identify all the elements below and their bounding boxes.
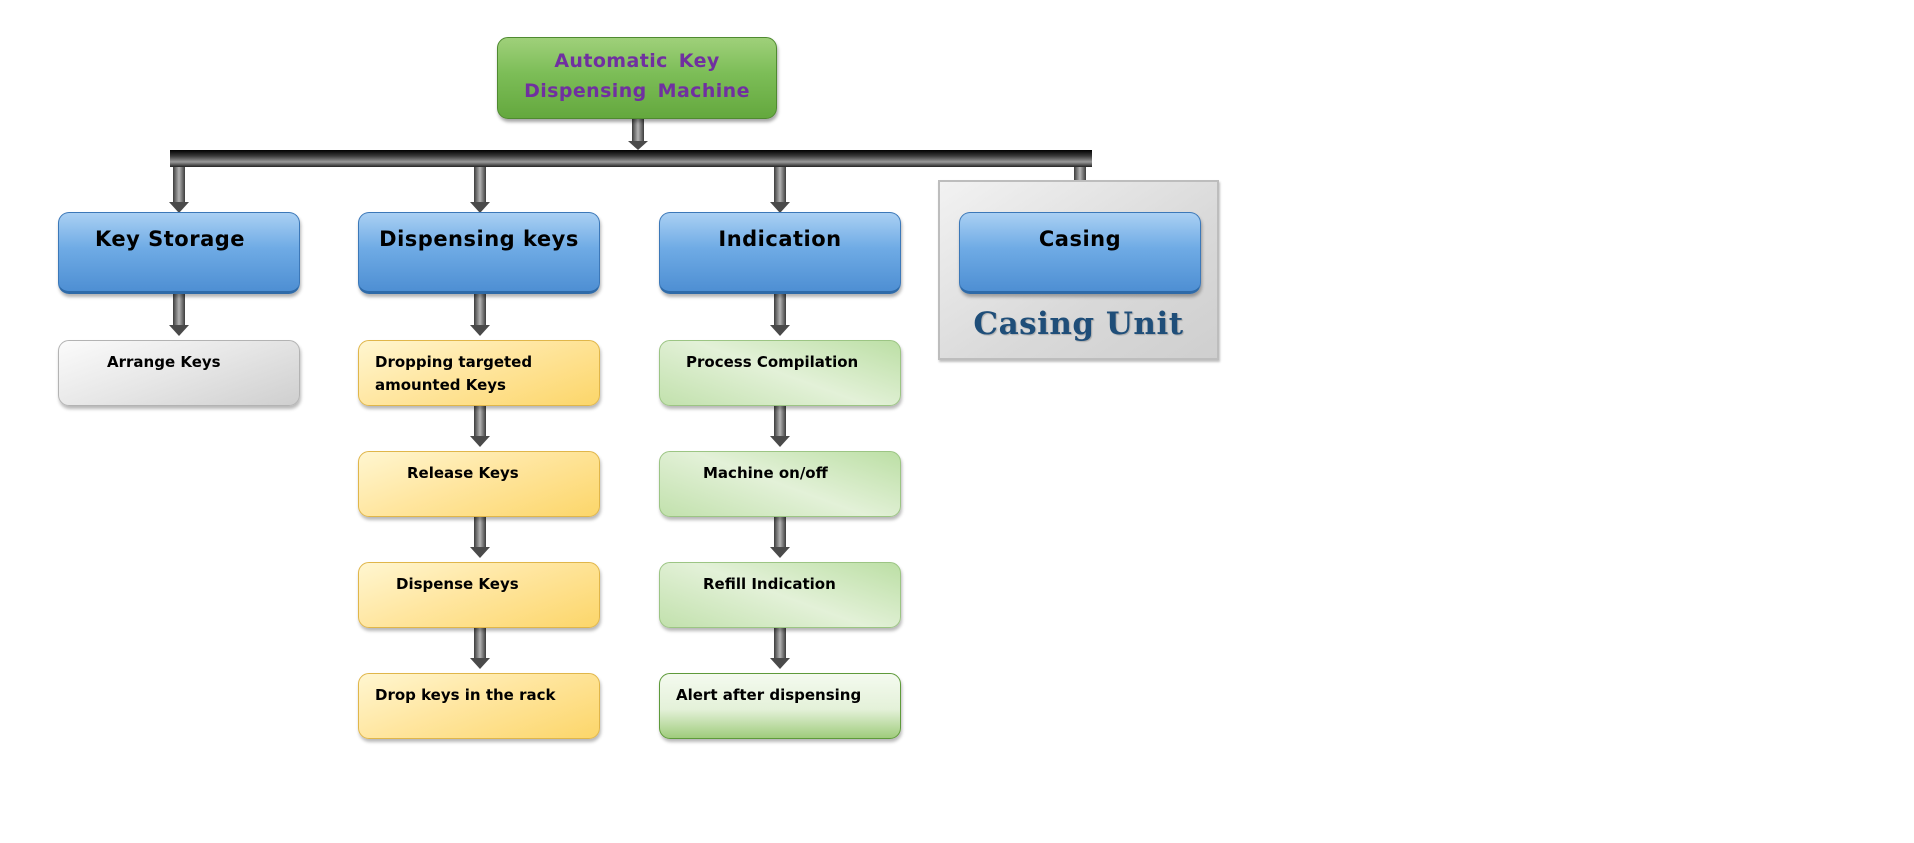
distribution-bar <box>170 150 1092 167</box>
node-label: Dropping targeted amounted Keys <box>375 353 533 394</box>
category-label: Indication <box>718 227 842 251</box>
node-arrange-keys: Arrange Keys <box>58 340 300 406</box>
node-refill-indication: Refill Indication <box>659 562 901 628</box>
node-machine-on-off: Machine on/off <box>659 451 901 517</box>
category-label: Dispensing keys <box>379 227 579 251</box>
node-dispense-keys: Dispense Keys <box>358 562 600 628</box>
casing-unit-label: Casing Unit <box>973 306 1184 342</box>
arrow-bar-to-indication <box>770 167 790 213</box>
arrow-indication-to-process-compilation <box>770 294 790 336</box>
arrow-dispensing-keys-to-dropping <box>470 294 490 336</box>
arrow-process-compilation-to-machine-on-off <box>770 402 790 447</box>
category-indication: Indication <box>659 212 901 294</box>
arrow-release-to-dispense <box>470 513 490 558</box>
category-key-storage: Key Storage <box>58 212 300 294</box>
root-label-line2: Dispensing Machine <box>524 80 750 102</box>
node-label: Refill Indication <box>703 575 836 593</box>
node-process-compilation: Process Compilation <box>659 340 901 406</box>
category-casing: Casing <box>959 212 1201 294</box>
category-dispensing-keys: Dispensing keys <box>358 212 600 294</box>
node-release-keys: Release Keys <box>358 451 600 517</box>
arrow-key-storage-to-arrange-keys <box>169 294 189 336</box>
node-label: Dispense Keys <box>396 575 519 593</box>
arrow-bar-to-dispensing-keys <box>470 167 490 213</box>
arrow-dispense-to-drop-rack <box>470 624 490 669</box>
node-label: Drop keys in the rack <box>375 686 556 704</box>
node-label: Release Keys <box>407 464 519 482</box>
arrow-machine-on-off-to-refill-indication <box>770 513 790 558</box>
root-node: Automatic Key Dispensing Machine <box>497 37 777 119</box>
arrow-root-to-bar <box>628 118 648 150</box>
category-label: Key Storage <box>95 227 246 251</box>
category-label: Casing <box>1038 227 1122 251</box>
node-label: Process Compilation <box>686 353 859 371</box>
root-label-line1: Automatic Key <box>554 50 720 72</box>
arrow-dropping-to-release <box>470 402 490 447</box>
arrow-refill-indication-to-alert <box>770 624 790 669</box>
arrow-bar-to-key-storage <box>169 167 189 213</box>
node-label: Machine on/off <box>703 464 828 482</box>
node-drop-keys-rack: Drop keys in the rack <box>358 673 600 739</box>
node-dropping-targeted-keys: Dropping targeted amounted Keys <box>358 340 600 406</box>
node-alert-after-dispensing: Alert after dispensing <box>659 673 901 739</box>
node-label: Alert after dispensing <box>676 686 862 704</box>
node-label: Arrange Keys <box>107 353 221 371</box>
